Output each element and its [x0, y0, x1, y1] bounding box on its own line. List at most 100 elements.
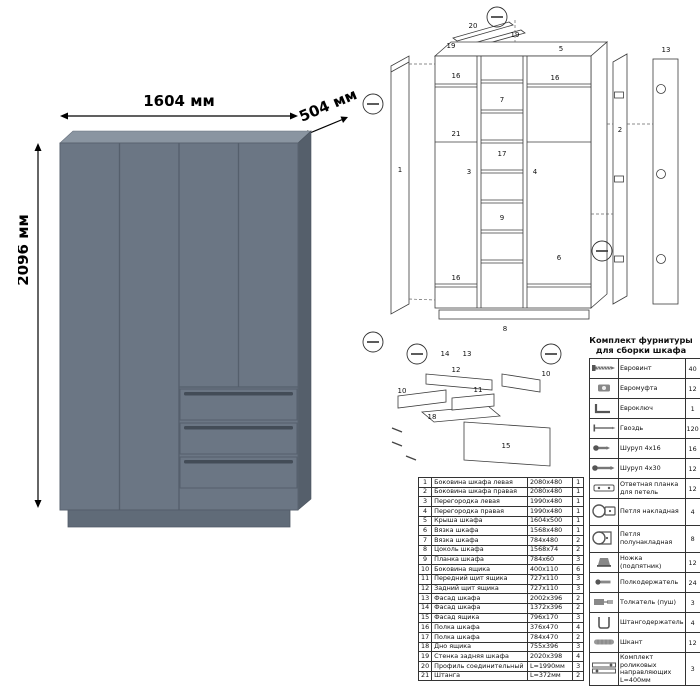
part-number-callout: 4	[533, 168, 538, 176]
hardware-item-name: Гвоздь	[618, 418, 686, 439]
hardware-item-qty: 1	[684, 398, 700, 419]
hardware-item-name: Петля накладная	[618, 498, 686, 526]
screw-icon	[391, 427, 417, 461]
hardware-item-name: Петля полунакладная	[618, 525, 686, 553]
hardware-item-qty: 12	[684, 378, 700, 399]
drawer-side-panel	[397, 389, 447, 409]
plinth-part	[438, 309, 590, 320]
drawer-back-panel	[425, 373, 493, 391]
drawer-handle-groove	[184, 426, 293, 430]
hardware-item-name: Шуруп 4х16	[618, 438, 686, 459]
drawer-handle-groove	[184, 460, 293, 464]
drawer-handle-groove	[184, 392, 293, 396]
part-number-callout: 6	[557, 254, 562, 262]
hardware-item-qty: 3	[684, 592, 700, 613]
part-number-callout: 3	[467, 168, 471, 176]
part-number-callout: 12	[452, 366, 461, 374]
hardware-item-qty: 16	[684, 438, 700, 459]
hardware-item-qty: 12	[684, 458, 700, 479]
hardware-item-qty: 12	[684, 478, 700, 499]
part-number-callout: 19	[511, 31, 520, 39]
drawer-side-panel	[501, 373, 541, 393]
part-number-callout: 14	[441, 350, 450, 358]
part-number-callout: 9	[500, 214, 504, 222]
part-number-callout: 10	[542, 370, 551, 378]
hardware-item-qty: 8	[684, 525, 700, 553]
hardware-item-name: Евроключ	[618, 398, 686, 419]
hardware-row: Ножка (подпятник)12	[589, 552, 700, 573]
rod-holder-icon	[589, 612, 619, 633]
hardware-item-name: Ответная планка для петель	[618, 478, 686, 499]
hinge-full-icon	[589, 498, 619, 526]
depth-dimension-label: 504 мм	[296, 85, 359, 125]
hardware-item-name: Шуруп 4х30	[618, 458, 686, 479]
part-number-callout: 16	[452, 274, 461, 282]
part-number-callout: 7	[500, 96, 504, 104]
hinge-cup-hole	[656, 84, 666, 94]
hardware-kit-title: Комплект фурнитуры для сборки шкафа	[585, 335, 697, 356]
height-dimension-label: 2096 мм	[18, 214, 32, 286]
drawer-front-panel	[451, 393, 495, 411]
drawer-fasad-panel	[463, 421, 551, 467]
hinge-cup-hole	[656, 254, 666, 264]
push-icon	[589, 592, 619, 613]
part-number-callout: 11	[474, 386, 483, 394]
hardware-item-name: Комплект роликовых направляющих L=400мм	[618, 651, 686, 687]
hardware-item-name: Полкодержатель	[618, 572, 686, 593]
part-number-callout: 13	[463, 350, 472, 358]
part-number-callout: 21	[452, 130, 461, 138]
hardware-item-name: Штангодержатель	[618, 612, 686, 633]
part-number-callout: 18	[428, 413, 437, 421]
part-number-callout: 16	[551, 74, 560, 82]
left-side-panel	[390, 55, 410, 315]
drawer-fronts	[179, 388, 298, 489]
hardware-item-qty: 4	[684, 498, 700, 526]
part-number-callout: 19	[447, 42, 456, 50]
hardware-item-qty: 4	[684, 612, 700, 633]
hardware-item-name: Евромуфта	[618, 378, 686, 399]
part-number-callout: 15	[502, 442, 511, 450]
hardware-item-qty: 120	[684, 418, 700, 439]
hardware-kit-title-line1: Комплект фурнитуры	[589, 335, 693, 345]
sleeve-icon	[589, 378, 619, 399]
part-number-callout: 5	[559, 45, 563, 53]
shelf-pin-icon	[589, 572, 619, 593]
hardware-item-qty: 3	[684, 651, 700, 687]
dowel-icon	[589, 632, 619, 653]
wardrobe-side-face	[297, 130, 312, 511]
depth-arrow	[304, 117, 347, 136]
hinge-cup-hole	[656, 169, 666, 179]
door-gap-lines	[118, 143, 298, 510]
hardware-item-qty: 40	[684, 358, 700, 379]
hexkey-icon	[589, 398, 619, 419]
part-number-callout: 20	[469, 22, 478, 30]
part-number-callout: 1	[398, 166, 402, 174]
hardware-item-name: Шкант	[618, 632, 686, 653]
hardware-item-qty: 12	[684, 632, 700, 653]
hardware-item-name: Ножка (подпятник)	[618, 552, 686, 573]
part-number-callout: 17	[498, 150, 507, 158]
